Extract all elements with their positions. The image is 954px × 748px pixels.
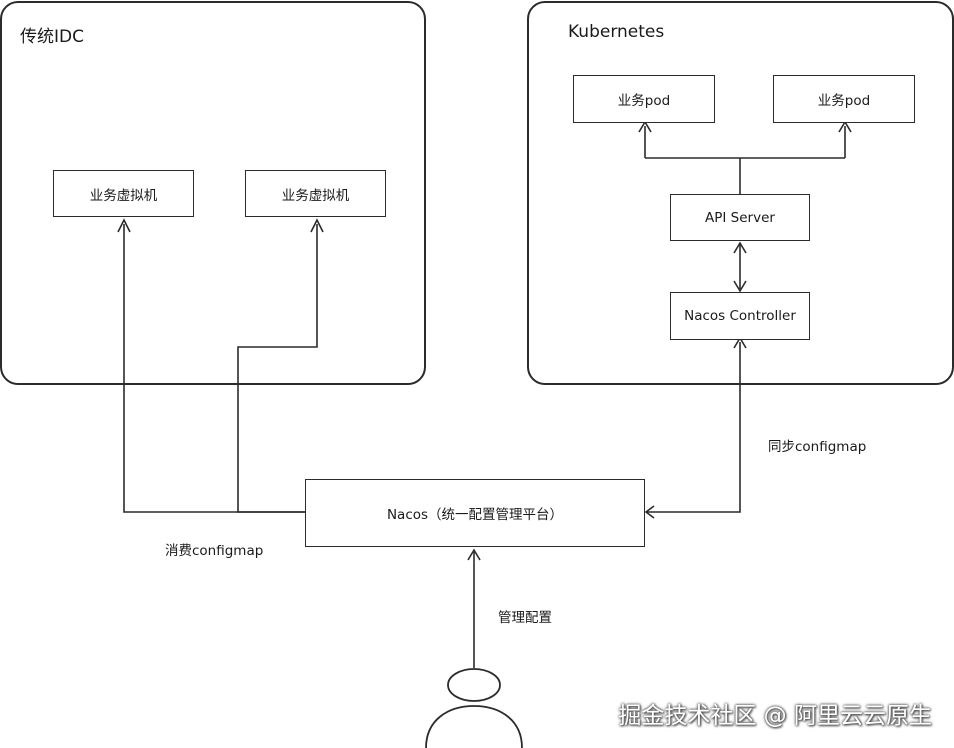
api-server-node: API Server [670,194,810,241]
edge-api-to-pods [644,126,846,194]
nacos-controller-node: Nacos Controller [670,292,810,340]
label-manage-config: 管理配置 [498,610,552,626]
edge-nacos-to-vm-right [237,224,318,513]
arrowhead-vm-left [117,218,131,233]
business-vm-right: 业务虚拟机 [245,170,386,217]
kubernetes-group-title: Kubernetes [568,22,665,42]
arrowhead-api-side [733,241,747,254]
arrowhead-controller-top [733,280,747,293]
nacos-platform-node: Nacos（统一配置管理平台） [305,479,645,547]
business-pod-left: 业务pod [573,75,715,123]
arrowhead-nacos-bottom [467,548,481,561]
label-sync-configmap: 同步configmap [768,439,867,455]
arrowhead-nacos-side [644,505,655,519]
arrowhead-vm-right [310,218,324,233]
idc-group-title: 传统IDC [20,27,84,47]
watermark-text: 掘金技术社区 @ 阿里云云原生 [618,703,932,729]
edge-nacos-to-vm-left [123,224,305,513]
user-icon [425,668,523,748]
label-consume-configmap: 消费configmap [165,543,264,559]
business-pod-right: 业务pod [773,75,915,123]
edge-nacos-to-controller [646,342,741,513]
business-vm-left: 业务虚拟机 [53,170,194,217]
